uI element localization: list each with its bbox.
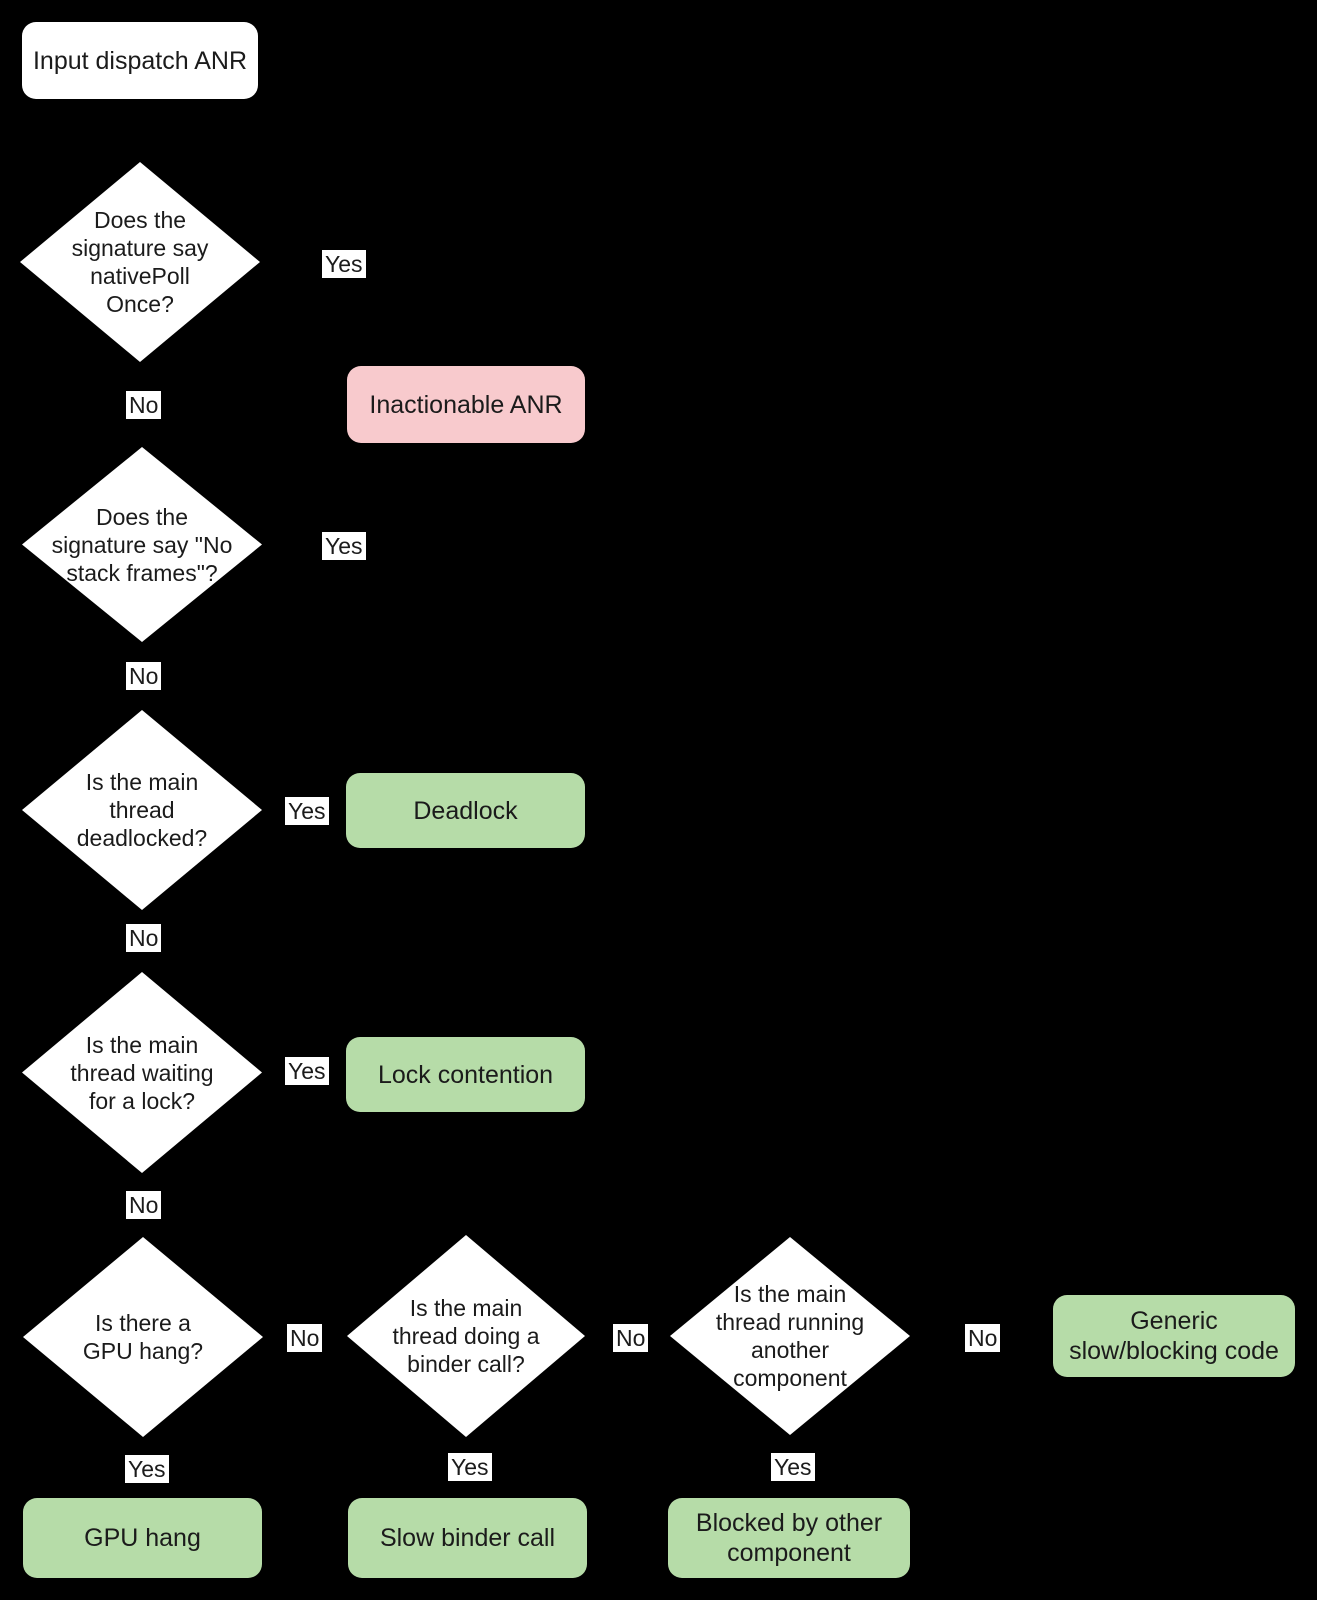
outcome-lock-contention: Lock contention xyxy=(346,1037,585,1112)
outcome-gpu-hang: GPU hang xyxy=(23,1498,262,1578)
decision-binder-call: Is the main thread doing a binder call? xyxy=(347,1235,585,1437)
decision-gpu-hang: Is there a GPU hang? xyxy=(23,1237,263,1437)
edge-label-no-nativepollonce: No xyxy=(126,391,162,419)
decision-running-another-component: Is the main thread running another compo… xyxy=(670,1237,910,1435)
outcome-inactionable-anr: Inactionable ANR xyxy=(347,366,585,443)
outcome-deadlock: Deadlock xyxy=(346,773,585,848)
decision-main-thread-deadlocked: Is the main thread deadlocked? xyxy=(22,710,262,910)
edge-label-yes-no-stack-frames: Yes xyxy=(322,532,366,560)
edge-label-yes-gpu-hang: Yes xyxy=(125,1455,169,1483)
edge-label-no-gpu-hang: No xyxy=(287,1324,323,1352)
edge-label-yes-deadlocked: Yes xyxy=(285,797,329,825)
edge-label-no-binder-call: No xyxy=(613,1324,649,1352)
edge-label-no-no-stack-frames: No xyxy=(126,662,162,690)
outcome-slow-binder-call: Slow binder call xyxy=(348,1498,587,1578)
outcome-blocked-by-other-component: Blocked by other component xyxy=(668,1498,910,1578)
edge-label-yes-nativepollonce: Yes xyxy=(322,250,366,278)
edge-label-no-waiting-lock: No xyxy=(126,1191,162,1219)
edge-label-no-deadlocked: No xyxy=(126,924,162,952)
start-node-input-dispatch-anr: Input dispatch ANR xyxy=(22,22,258,99)
edge-label-yes-waiting-lock: Yes xyxy=(285,1057,329,1085)
edge-label-yes-binder-call: Yes xyxy=(448,1453,492,1481)
decision-main-thread-waiting-lock: Is the main thread waiting for a lock? xyxy=(22,972,262,1173)
edge-label-no-other-component: No xyxy=(965,1324,1001,1352)
decision-signature-nativepollonce: Does the signature say nativePoll Once? xyxy=(20,162,260,362)
outcome-generic-slow-blocking-code: Generic slow/blocking code xyxy=(1053,1295,1295,1377)
edge-label-yes-other-component: Yes xyxy=(771,1453,815,1481)
decision-signature-no-stack-frames: Does the signature say "No stack frames"… xyxy=(22,447,262,642)
